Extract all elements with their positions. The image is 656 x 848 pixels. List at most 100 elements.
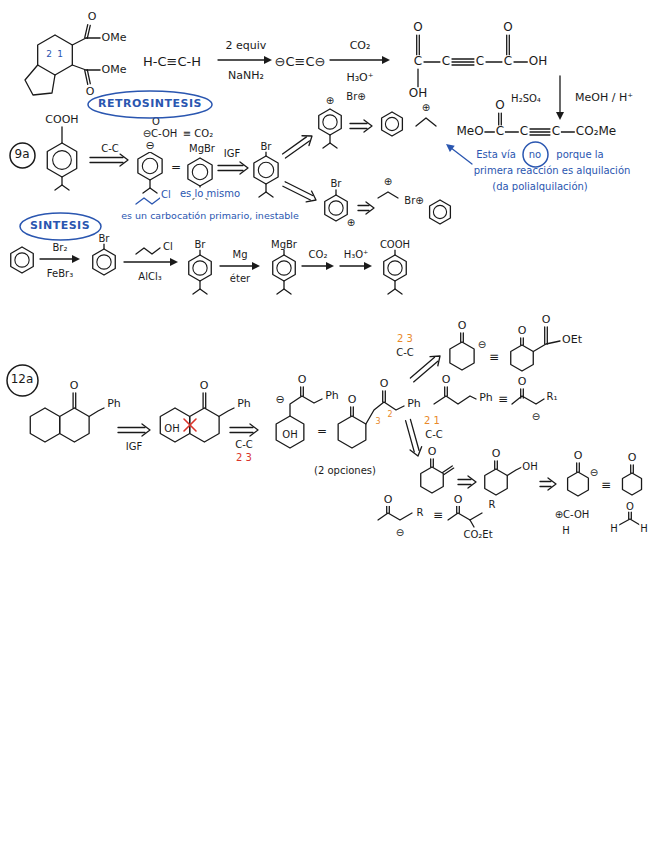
bond-line [419,35,420,55]
chem-label: C [503,55,513,68]
bond-line [366,202,374,214]
note-text: porque la [555,149,604,160]
bond-line [120,154,128,166]
chem-label: ≡ [488,351,500,364]
aromatic-ring [142,158,157,173]
chem-label: ⊕ [325,95,335,106]
bond-line [358,205,369,206]
bond-line [511,345,534,371]
bond-line [118,432,145,433]
chem-label: ⊖ [274,394,285,406]
bond-line [366,402,404,424]
bond-line [520,338,521,345]
bond-line [205,393,206,408]
bond-line [300,387,301,396]
bond-line [394,250,395,255]
note-text: es lo mismo [179,188,241,199]
chem-label: NaNH₂ [227,70,265,82]
chem-label: Br⊕ [345,91,366,102]
chem-label: O [87,11,98,23]
bond-line [410,419,419,450]
bond-line [72,65,86,70]
chem-label: MeO [455,125,484,138]
bond-line [378,192,398,198]
chem-label: ⊖C-OH [142,128,179,139]
arrow-head [170,258,178,266]
bond-line [468,476,476,488]
bond-line [218,59,268,60]
chem-label: MgBr [270,239,298,250]
chem-label: O [379,378,390,390]
bond-line [353,407,354,416]
chem-label: C [495,125,505,138]
bond-line [136,198,160,204]
bond-line [87,70,90,84]
bond-line [273,255,296,281]
bond-line [410,357,434,378]
bond-line [338,416,366,448]
chem-label: ⊕ [346,217,356,228]
arrow-head [556,112,564,120]
bond-line [277,289,291,294]
bond-line [512,396,544,404]
chem-label: ⊖ [144,140,155,152]
node-outline-shape [7,365,38,396]
bond-line [259,192,273,197]
note-text: 1 [56,50,64,60]
chem-label: CO₂ [349,40,372,52]
arrow-head [326,262,334,270]
bond-line [124,261,174,262]
aromatic-ring [277,261,291,275]
bond-line [505,131,519,132]
bond-line [458,484,471,485]
bond-line [138,152,162,180]
bond-line [350,128,367,129]
atom-number: 2 1 [423,415,441,426]
atom-number: 3 [374,418,381,427]
atom-number: 2 3 [396,333,414,344]
bond-line [430,356,440,366]
chem-label: Br [98,233,111,244]
chem-label: ⊖ [589,467,599,478]
bond-line [410,447,422,456]
bond-line [430,459,431,467]
chem-label: C [475,55,485,68]
chem-label: Ph [236,398,252,410]
bond-line [290,396,322,416]
bond-line [218,170,243,171]
bond-line [306,191,316,202]
chem-label: Br⊕ [403,195,424,206]
chem-label: Br [260,141,273,152]
bond-line [421,467,444,493]
chem-label: OH [521,461,538,472]
chem-label: O [453,494,464,506]
chem-label: O [85,86,96,98]
bond-line [219,408,234,417]
chem-label: OMe [101,64,128,76]
chem-label: O [297,374,308,386]
chem-label: Ph [478,392,494,404]
bond-line [424,61,440,62]
bond-line [547,327,548,344]
chem-label: ≡ CO₂ [182,128,214,139]
bond-line [628,512,629,519]
node-text: SINTESIS [30,220,90,232]
chem-label: OEt [561,334,583,346]
bond-line [433,459,434,467]
node-text: 9a [15,148,30,161]
chem-label: 2 equiv [225,40,268,52]
chem-label: O [517,325,528,337]
chem-label: ⊖ [531,411,541,422]
chem-label: ≡ [600,479,612,492]
chem-label: O [427,446,438,458]
chem-label: H [561,525,571,536]
aromatic-ring [97,255,111,269]
note-text: primera reacción es alquilación [473,165,632,176]
bond-line [283,281,284,289]
bond-line [523,389,524,398]
bond-line [456,506,457,513]
chem-label: O [412,21,423,34]
bond-line [447,387,448,396]
aromatic-ring [258,162,273,177]
bond-line [530,134,550,135]
